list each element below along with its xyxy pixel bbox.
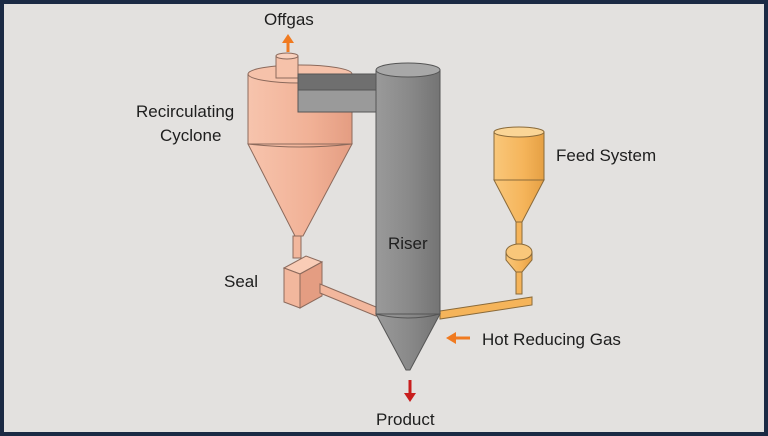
process-diagram xyxy=(247,34,545,402)
label-cyclone: Cyclone xyxy=(160,126,222,145)
label-hot-reducing-gas: Hot Reducing Gas xyxy=(482,330,621,349)
label-offgas: Offgas xyxy=(264,10,314,29)
label-recirculating: Recirculating xyxy=(136,102,235,121)
product-arrow xyxy=(404,380,416,402)
label-riser: Riser xyxy=(388,234,428,253)
label-seal: Seal xyxy=(224,272,259,291)
offgas-outlet xyxy=(275,52,299,79)
seal-return-leg xyxy=(319,283,377,317)
feed-line xyxy=(439,296,533,320)
offgas-arrow xyxy=(282,34,294,52)
riser xyxy=(375,62,441,371)
diagram-frame: Offgas Recirculating Cyclone Feed System… xyxy=(4,4,764,432)
seal xyxy=(282,255,324,309)
hot-reducing-gas-arrow xyxy=(446,332,470,344)
feed-system xyxy=(493,126,545,295)
label-feed-system: Feed System xyxy=(556,146,657,165)
label-product: Product xyxy=(376,410,435,429)
crossover-duct xyxy=(297,73,393,113)
